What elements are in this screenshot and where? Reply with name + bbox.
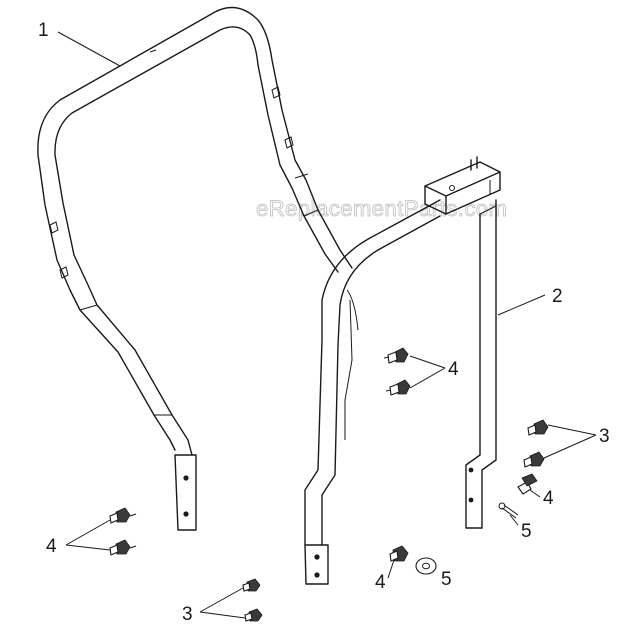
bolt-left-upper (109, 507, 137, 524)
watermark-text: eReplacementParts.com (256, 196, 507, 221)
nut-right-lower (523, 451, 545, 468)
bolt-mid-upper (383, 347, 409, 364)
callout-5-right: 5 (521, 521, 532, 542)
clip-pin-right (498, 502, 519, 519)
callout-1: 1 (38, 20, 49, 41)
upper-handle-part-1 (37, 6, 353, 531)
leader-lines (57, 31, 597, 619)
nut-bottom-middle (389, 545, 409, 562)
callout-4-right: 4 (543, 488, 554, 509)
nut-right-upper (527, 419, 549, 436)
nut-bottom-lower (244, 608, 263, 622)
washer-bottom (415, 557, 437, 575)
bolt-mid-lower (385, 379, 411, 396)
bolt-left-lower (109, 539, 137, 556)
callout-4-mid: 4 (448, 359, 459, 380)
callout-4-left: 4 (46, 536, 57, 557)
callout-2: 2 (552, 286, 563, 307)
lower-handle-part-2 (304, 156, 501, 585)
callout-3-bottom: 3 (182, 604, 193, 625)
callout-4-bottom: 4 (375, 572, 386, 593)
bolt-right (517, 473, 538, 495)
nut-bottom-upper (242, 578, 261, 592)
callout-5-bottom: 5 (441, 569, 452, 590)
callout-3-right: 3 (599, 426, 610, 447)
